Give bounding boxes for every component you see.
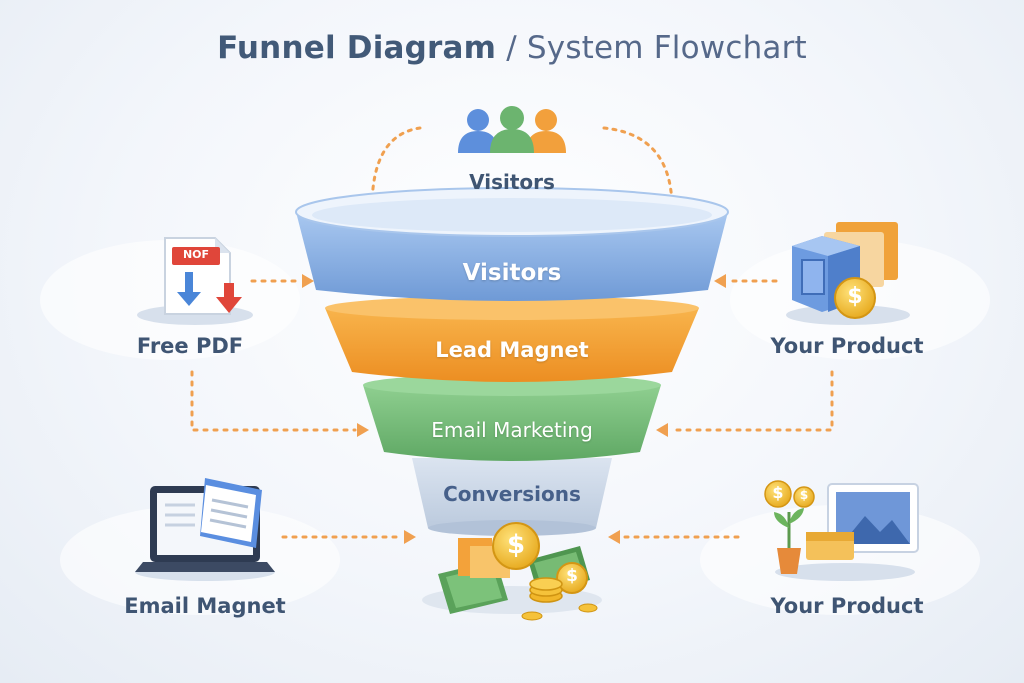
money-plant-video-icon <box>764 480 919 581</box>
funnel-label-visitors: Visitors <box>462 260 562 286</box>
pdf-download-icon <box>137 237 253 325</box>
your-product-top-label: Your Product <box>770 334 924 358</box>
title-main: Funnel Diagram <box>217 30 497 66</box>
coin-dollar-product: $ <box>847 284 863 309</box>
connector-arrowheads <box>302 274 726 544</box>
funnel-label-email-marketing: Email Marketing <box>431 418 593 442</box>
funnel-label-lead-magnet: Lead Magnet <box>435 338 589 362</box>
email-magnet-label: Email Magnet <box>124 594 286 618</box>
coin-dollar-small: $ <box>566 566 578 586</box>
connector-arrows <box>190 279 834 539</box>
title-separator: / <box>496 30 527 66</box>
funnel-stage-lead-magnet <box>325 308 699 382</box>
users-group-icon <box>458 106 566 153</box>
funnel-label-conversions: Conversions <box>443 482 581 506</box>
your-product-bottom-label: Your Product <box>770 594 924 618</box>
top-visitors-label: Visitors <box>469 170 555 194</box>
top-entry-arrows <box>370 126 674 210</box>
laptop-ebook-icon <box>135 478 275 581</box>
funnel-stage-conversions <box>412 458 612 534</box>
page-title: Funnel Diagram / System Flowchart <box>0 30 1024 66</box>
funnel-stage-email-marketing <box>363 385 661 461</box>
pdf-badge-text: NOF <box>182 248 210 261</box>
product-box-coin-icon <box>786 222 910 325</box>
coin-dollar-plant-2: $ <box>799 488 809 502</box>
free-pdf-label: Free PDF <box>136 334 244 358</box>
coin-dollar-money: $ <box>506 530 526 560</box>
funnel-stage-visitors <box>296 212 728 301</box>
title-rest: System Flowchart <box>526 30 807 66</box>
coin-dollar-plant-1: $ <box>772 483 784 502</box>
money-pile-icon <box>422 522 602 621</box>
funnel <box>295 187 729 536</box>
